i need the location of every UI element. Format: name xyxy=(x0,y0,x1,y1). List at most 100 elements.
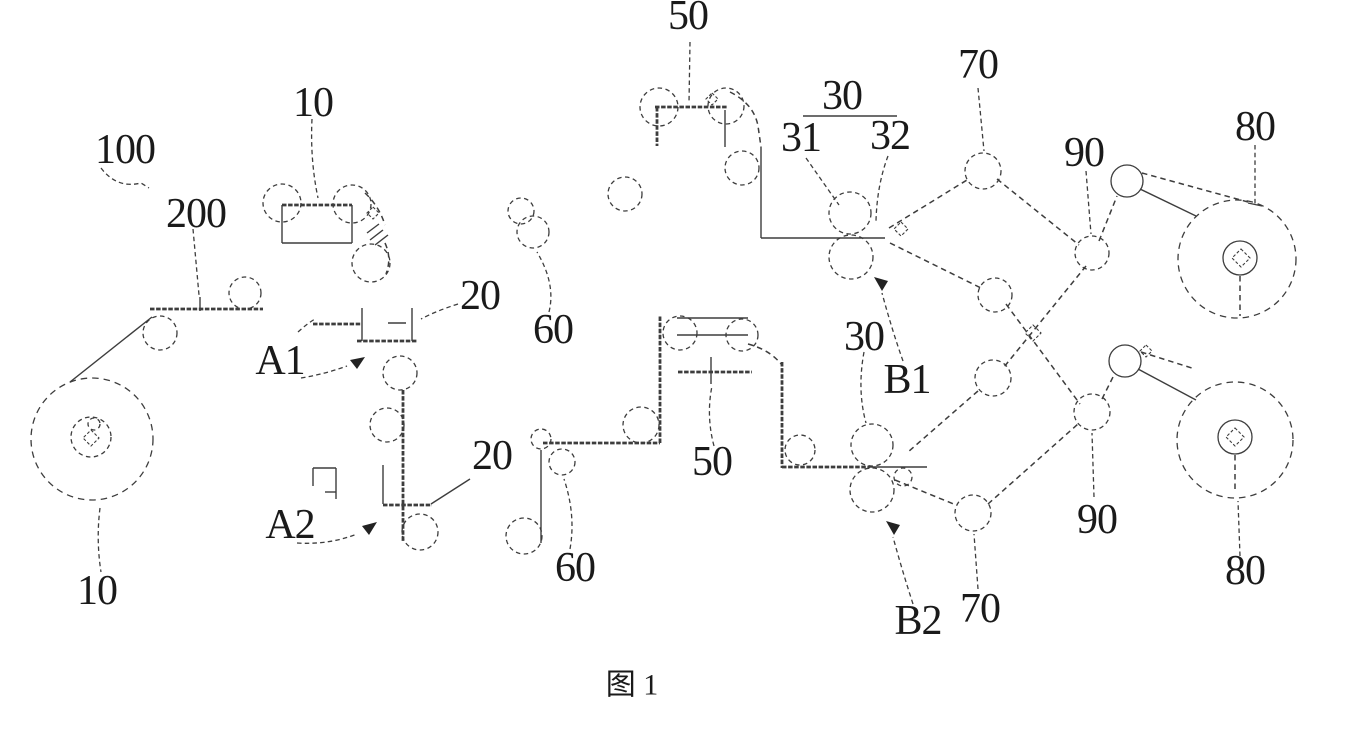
leader-31 xyxy=(805,157,840,206)
label-70-top: 70 xyxy=(958,42,998,88)
web-curve-50mid-right xyxy=(747,343,782,365)
guide-roller xyxy=(382,355,418,391)
nip-bottom-lower-roller xyxy=(849,467,895,513)
web-dashed-line xyxy=(987,423,1079,505)
label-50-middle: 50 xyxy=(692,439,732,485)
guide-roller xyxy=(351,243,391,283)
cross-mark xyxy=(705,92,719,106)
nip-top-upper-roller xyxy=(828,191,872,235)
web-dashed-line xyxy=(888,179,968,229)
label-a2: A2 xyxy=(265,502,314,548)
guide-roller xyxy=(401,513,439,551)
guide-roller xyxy=(974,359,1012,397)
guide-roller xyxy=(639,87,679,127)
leader-70-bottom xyxy=(973,533,979,590)
label-20-lower: 20 xyxy=(472,433,512,479)
label-20-upper: 20 xyxy=(460,273,500,319)
roller-70-top xyxy=(964,152,1002,190)
pinch-roller xyxy=(893,467,913,487)
structure-line xyxy=(1139,188,1197,217)
windup-top-inner xyxy=(1222,240,1258,276)
web-dashed-line xyxy=(1101,374,1115,400)
leader-60-lower xyxy=(563,478,573,550)
structure-line xyxy=(1137,368,1197,401)
label-50-top: 50 xyxy=(668,0,708,39)
label-b1: B1 xyxy=(883,357,930,403)
label-100: 100 xyxy=(95,127,155,173)
label-200: 200 xyxy=(166,191,226,237)
leader-a1-arrow xyxy=(300,365,348,379)
web-curve-50top-right xyxy=(729,91,762,148)
web-dashed-line xyxy=(907,390,979,453)
structure-line xyxy=(369,229,384,241)
cross-mark xyxy=(1024,324,1042,342)
label-32: 32 xyxy=(870,113,910,159)
a1-arrowhead xyxy=(350,357,365,369)
guide-roller xyxy=(784,434,816,466)
label-10-top: 10 xyxy=(293,80,333,126)
web-dashed-line xyxy=(1140,351,1196,370)
guide-roller xyxy=(724,150,760,186)
lay-on-roller-bottom xyxy=(1108,344,1142,378)
unwind-roll-outer xyxy=(30,377,154,501)
leader-32 xyxy=(875,155,889,222)
label-80-top: 80 xyxy=(1235,104,1275,150)
structure-line xyxy=(430,478,471,505)
guide-roller xyxy=(507,197,535,225)
web-curve-box-exit xyxy=(364,192,386,226)
leader-10-left xyxy=(97,507,102,573)
label-30-middle: 30 xyxy=(844,314,884,360)
guide-roller xyxy=(662,315,698,351)
guide-roller xyxy=(607,176,643,212)
label-10-left: 10 xyxy=(77,568,117,614)
guide-roller xyxy=(548,448,576,476)
guide-roller xyxy=(262,183,302,223)
core-mark xyxy=(1231,248,1251,268)
label-90-bottom: 90 xyxy=(1077,497,1117,543)
label-b2: B2 xyxy=(894,598,941,644)
leader-90-bottom xyxy=(1091,432,1095,498)
leader-60-upper xyxy=(536,251,552,313)
nip-top-lower-roller xyxy=(828,234,874,280)
leader-b2-arrow xyxy=(892,536,914,605)
guide-roller xyxy=(516,215,550,249)
label-90-top: 90 xyxy=(1064,130,1104,176)
leader-30-middle xyxy=(860,351,867,424)
label-31: 31 xyxy=(781,115,821,161)
core-mark xyxy=(82,429,100,447)
web-dashed-line xyxy=(889,242,982,289)
web-dashed-line xyxy=(996,178,1080,246)
cross-mark xyxy=(1139,344,1153,358)
web-dashed-line xyxy=(894,479,957,506)
leader-b1-arrow xyxy=(881,292,904,362)
label-60-upper: 60 xyxy=(533,307,573,353)
windup-top-outer xyxy=(1177,199,1297,319)
leader-10-top xyxy=(310,118,319,199)
guide-roller xyxy=(369,407,405,443)
b2-arrowhead xyxy=(886,521,900,535)
b1-arrowhead xyxy=(874,277,888,291)
guide-roller xyxy=(228,276,262,310)
roller-90-top xyxy=(1074,235,1110,271)
structure-line xyxy=(366,223,380,234)
unwind-roll-core xyxy=(87,417,101,431)
guide-roller xyxy=(622,406,660,444)
lay-on-roller-top xyxy=(1110,164,1144,198)
guide-roller xyxy=(505,517,543,555)
unwind-roll-inner xyxy=(70,416,112,458)
structure-line xyxy=(1247,202,1263,207)
leader-80-bottom xyxy=(1237,500,1241,557)
guide-roller xyxy=(977,277,1013,313)
windup-bottom-outer xyxy=(1176,381,1294,499)
leader-a1-hook xyxy=(297,318,316,333)
windup-bottom-inner xyxy=(1217,419,1253,455)
leader-90-top xyxy=(1085,170,1092,235)
guide-roller xyxy=(530,428,552,450)
label-30-top: 30 xyxy=(822,73,862,119)
label-60-lower: 60 xyxy=(555,545,595,591)
leader-50-top xyxy=(688,41,691,104)
roller-90-bottom xyxy=(1073,393,1111,431)
web-dashed-line xyxy=(1005,303,1081,405)
